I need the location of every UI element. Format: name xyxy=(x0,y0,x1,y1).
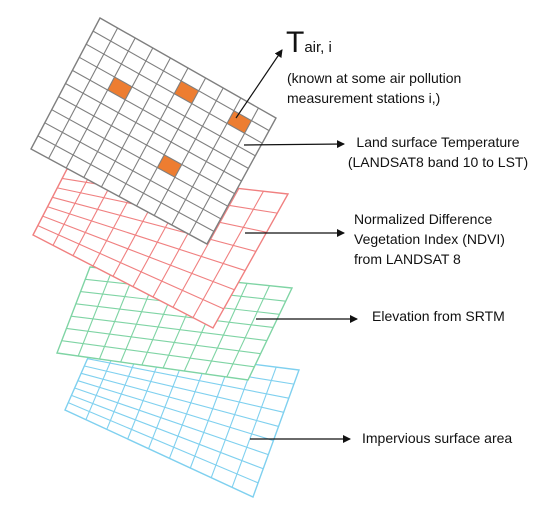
impervious-grid-col-line xyxy=(148,355,186,449)
impervious-grid-col-line xyxy=(189,361,232,469)
elevation-grid-row-line xyxy=(61,340,255,368)
lst-grid-row-line xyxy=(44,122,222,220)
impervious-grid-row-line xyxy=(87,358,289,399)
elevation-grid-row-line xyxy=(75,303,274,328)
tair-symbol: T xyxy=(286,26,305,59)
lst-grid-row-line xyxy=(65,83,242,182)
impervious-grid-row-line xyxy=(68,402,259,484)
tair-label: Tair, i xyxy=(286,28,332,58)
lst-grid-row-line xyxy=(92,30,270,132)
impervious-label: Impervious surface area xyxy=(362,430,513,446)
ndvi-label: Normalized Difference Vegetation Index (… xyxy=(354,209,505,269)
impervious-grid-col-line xyxy=(210,364,254,478)
tair-subscript: air, i xyxy=(304,39,332,56)
lst-arrow xyxy=(243,140,345,149)
ndvi-grid-row-line xyxy=(42,215,235,291)
station-cell-2 xyxy=(174,80,199,104)
tair-note-line-2: measurement stations i,) xyxy=(287,90,441,106)
ndvi-grid-col-line xyxy=(172,188,240,308)
lst-grid-row-line xyxy=(37,135,215,232)
impervious-grid-row-line xyxy=(77,380,274,442)
ndvi-label-line-2: Vegetation Index (NDVI) xyxy=(354,231,505,247)
elevation-grid-row-line xyxy=(66,327,261,355)
impervious-grid-row-line xyxy=(80,372,279,427)
elevation-grid-col-line xyxy=(98,271,136,360)
ndvi-grid-row-line xyxy=(52,196,256,252)
lst-label-line-1: Land surface Temperature xyxy=(356,134,520,150)
lst-label-line-2: (LANDSAT8 band 10 to LST) xyxy=(347,154,529,170)
impervious-grid-col-line xyxy=(168,358,209,459)
elevation-grid-col-line xyxy=(205,283,248,375)
ndvi-label-line-3: from LANDSAT 8 xyxy=(354,251,461,267)
ndvi-label-line-1: Normalized Difference xyxy=(354,211,493,227)
lst-grid xyxy=(30,17,277,245)
elevation-grid-col-line xyxy=(226,285,271,378)
lst-label: Land surface Temperature (LANDSAT8 band … xyxy=(338,132,538,172)
tair-arrow xyxy=(235,49,283,119)
lst-grid-row-line xyxy=(51,109,228,207)
elevation-grid-row-line xyxy=(71,315,267,342)
impervious-grid-row-line xyxy=(74,387,269,456)
ndvi-grid-col-line xyxy=(192,190,264,318)
lst-grid-row-line xyxy=(72,69,249,169)
elevation-label: Elevation from SRTM xyxy=(372,308,505,324)
impervious-grid xyxy=(64,343,300,498)
elevation-grid-col-line xyxy=(77,269,113,357)
lst-grid-row-line xyxy=(58,96,235,195)
ndvi-grid-col-line xyxy=(52,171,93,246)
station-cell-3 xyxy=(227,110,252,134)
impervious-grid-row-line xyxy=(84,365,284,413)
lst-grid-row-line xyxy=(85,43,263,144)
ndvi-grid-row-line xyxy=(47,206,246,272)
station-cell-1 xyxy=(107,77,133,100)
tair-note-line-1: (known at some air pollution xyxy=(287,70,462,86)
ndvi-grid-row-line xyxy=(37,225,224,310)
station-cell-4 xyxy=(157,154,182,178)
impervious-grid-row-line xyxy=(71,394,264,470)
tair-note: (known at some air pollution measurement… xyxy=(287,68,461,108)
lst-grid-row-line xyxy=(79,56,256,157)
impervious-grid-col-line xyxy=(231,366,277,488)
